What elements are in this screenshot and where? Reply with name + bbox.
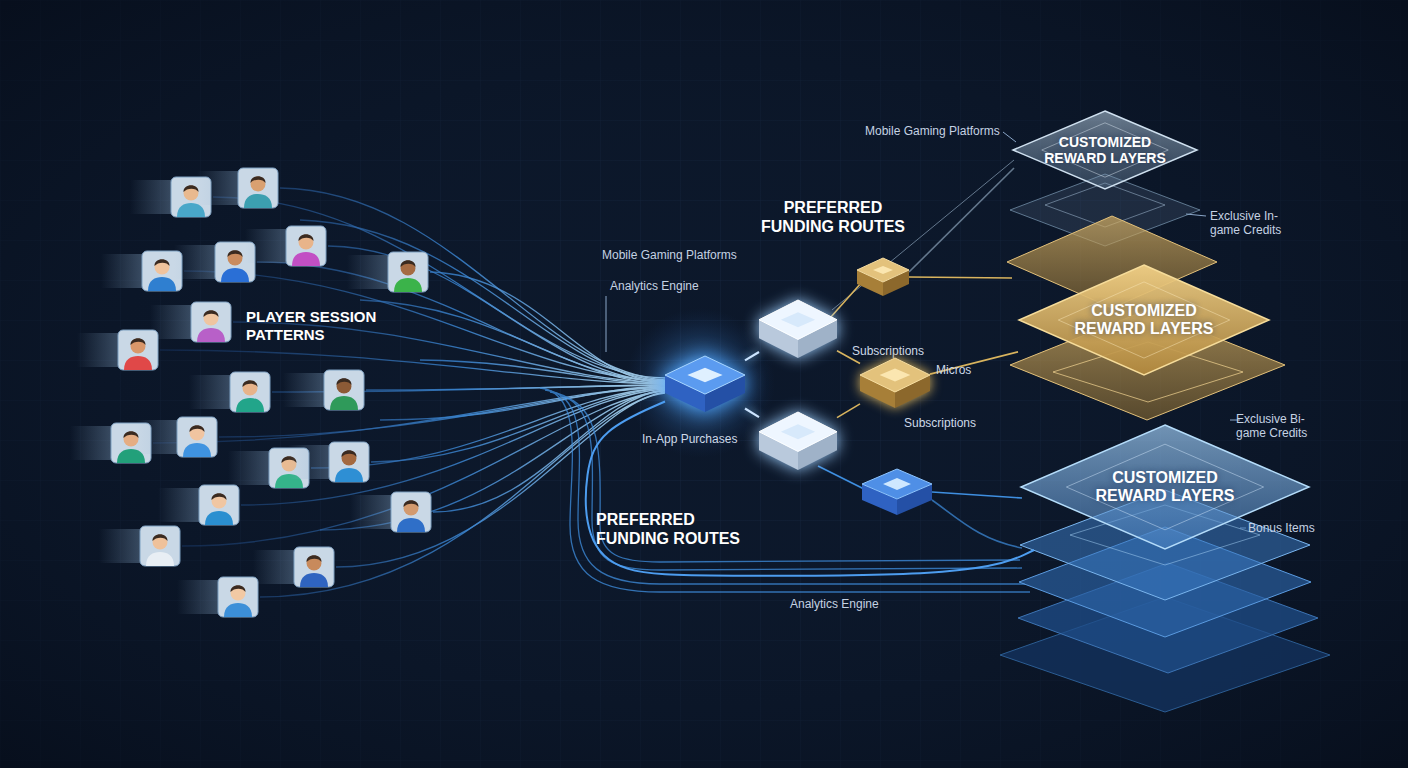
engine-label: Analytics Engine — [610, 279, 750, 293]
reward-layer: CUSTOMIZED REWARD LAYERS — [1020, 424, 1310, 550]
node-label: In-App Purchases — [642, 432, 737, 446]
node-label: Subscriptions — [852, 344, 924, 358]
hub-node: In-App Purchases — [665, 356, 745, 412]
connector — [745, 352, 759, 360]
leader-lines — [1230, 420, 1240, 421]
diamond-outline — [1066, 444, 1263, 530]
route-node: Subscriptions — [759, 300, 837, 358]
reward-note: Exclusive In-game Credits — [1210, 209, 1302, 238]
avatar-icons — [350, 492, 431, 532]
avatar-icons — [253, 547, 334, 587]
node-text-wrap: CUSTOMIZED REWARD LAYERS — [1012, 110, 1198, 190]
cube-outline — [880, 369, 911, 382]
avatar-icons — [245, 226, 326, 266]
avatar-icons — [77, 330, 158, 370]
avatar-icons — [150, 302, 231, 342]
hub-glow — [625, 308, 775, 458]
route-node: Subscriptions — [759, 412, 837, 470]
section-heading: PREFERRED FUNDING ROUTES — [758, 198, 908, 236]
node-text-wrap: CUSTOMIZED REWARD LAYERS — [1018, 264, 1270, 376]
reward-layer: CUSTOMIZED REWARD LAYERS — [1018, 264, 1270, 376]
funding-route-lines — [932, 500, 1022, 548]
leader-lines — [606, 296, 607, 352]
connector — [745, 409, 759, 418]
diamond-outline — [1058, 282, 1229, 358]
node-heading: CUSTOMIZED REWARD LAYERS — [1090, 469, 1240, 506]
reward-layer-stack-gold — [1007, 216, 1285, 420]
flow-lines — [257, 262, 665, 382]
cube-outline — [665, 356, 745, 394]
funding-route-lines — [818, 168, 1022, 548]
cube-outline — [759, 412, 837, 470]
diamond-outline — [1013, 111, 1197, 189]
avatar-icons — [288, 442, 369, 482]
avatar-icons — [189, 372, 270, 412]
cube-outline — [860, 358, 930, 392]
avatar-icons — [101, 251, 182, 291]
section-heading: PLAYER SESSION PATTERNS — [246, 308, 391, 344]
flow-lines — [213, 197, 665, 378]
cube-outline — [759, 300, 837, 339]
flow-lines — [360, 300, 665, 384]
reward-note: Bonus Items — [1248, 521, 1368, 535]
avatar-icons — [158, 485, 239, 525]
flow-down-lines — [550, 392, 1022, 570]
node-heading: CUSTOMIZED REWARD LAYERS — [1040, 134, 1170, 166]
node-label: Micros — [936, 363, 971, 377]
section-heading: PREFERRED FUNDING ROUTES — [596, 510, 746, 548]
blue-node-cube — [862, 469, 932, 515]
flow-down-lines — [545, 390, 1025, 584]
gold-node-cube — [873, 266, 893, 274]
avatar-icons — [347, 252, 428, 292]
avatar-icons — [283, 370, 364, 410]
cube-outline — [687, 368, 722, 383]
funding-route-lines — [818, 466, 866, 490]
avatar-icons — [197, 168, 278, 208]
platform-label: Mobile Gaming Platforms — [865, 124, 1025, 138]
flow-lines — [328, 246, 665, 382]
cube-outline — [781, 424, 815, 439]
connector — [586, 402, 1034, 576]
avatar-icons — [136, 417, 217, 457]
node-heading: CUSTOMIZED REWARD LAYERS — [1069, 302, 1219, 339]
funding-route-lines — [909, 168, 1014, 272]
blue-node-cube — [883, 478, 911, 490]
reward-note: Exclusive Bi-game Credits — [1236, 412, 1328, 441]
leader-lines — [832, 160, 1014, 310]
avatar-icons — [99, 526, 180, 566]
cube-outline — [759, 300, 837, 358]
diamond-outline — [1019, 265, 1269, 375]
engine-label: Analytics Engine — [790, 597, 930, 611]
connector — [837, 404, 860, 418]
funding-route-lines — [932, 492, 1022, 498]
avatar-icons — [177, 577, 258, 617]
blue-node-cube — [862, 469, 932, 499]
node-text-wrap: CUSTOMIZED REWARD LAYERS — [1020, 424, 1310, 550]
gold-node-cube — [857, 258, 909, 282]
cube-outline — [860, 358, 930, 408]
cube-outline — [759, 412, 837, 451]
leader-lines — [1003, 132, 1016, 142]
platform-label: Mobile Gaming Platforms — [602, 248, 762, 262]
flow-down-lines — [560, 396, 1020, 562]
cube-outline — [665, 356, 745, 412]
funding-route-lines — [830, 282, 862, 318]
avatar-icons — [70, 168, 431, 617]
funding-route-lines — [909, 277, 1012, 278]
reward-layer: CUSTOMIZED REWARD LAYERS — [1012, 110, 1198, 190]
flow-lines — [300, 220, 665, 381]
route-node: Micros — [860, 358, 930, 408]
avatar-icons — [174, 242, 255, 282]
diamond-outline — [1021, 425, 1309, 549]
flow-lines — [153, 188, 665, 597]
gold-node-cube — [857, 258, 909, 296]
node-label: Subscriptions — [904, 416, 976, 430]
cube-outline — [781, 312, 815, 327]
